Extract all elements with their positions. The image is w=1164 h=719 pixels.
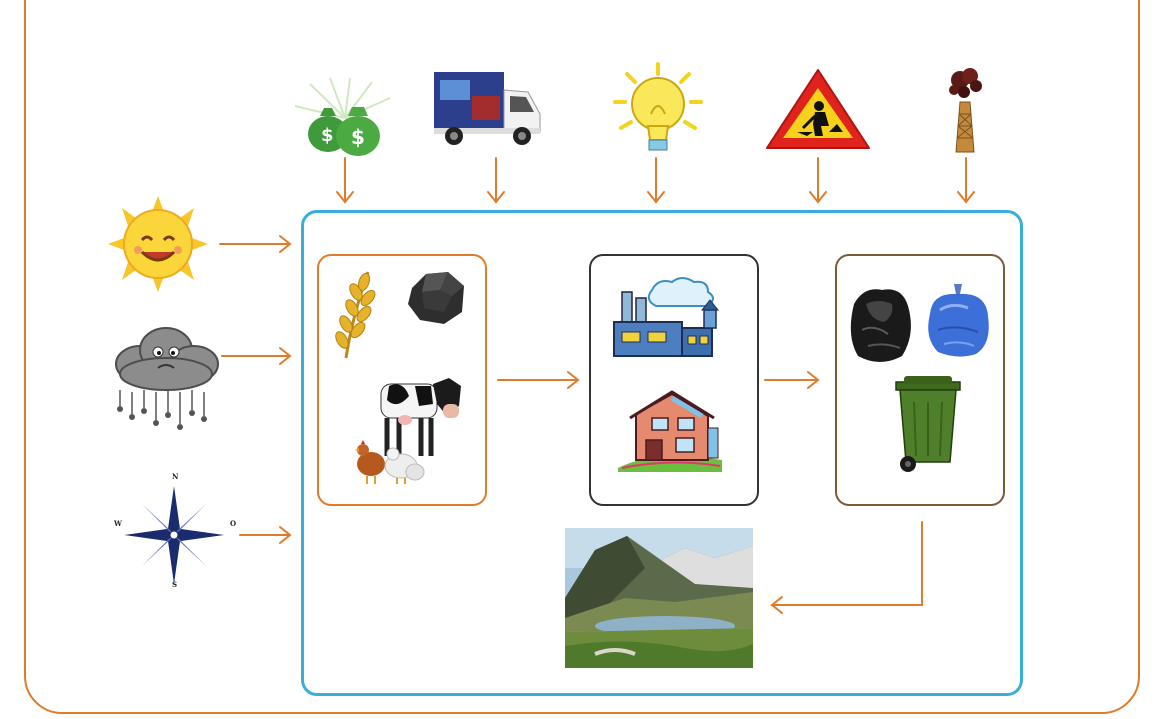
rain-cloud-icon bbox=[115, 327, 219, 430]
wheat-icon bbox=[335, 271, 376, 359]
delivery-truck-icon bbox=[434, 72, 541, 145]
arrow-right-sun bbox=[219, 235, 292, 253]
cow-icon bbox=[380, 378, 461, 456]
chickens-icon bbox=[355, 440, 425, 484]
oil-derrick-icon bbox=[949, 68, 982, 153]
compass-east-label: O bbox=[230, 519, 237, 528]
arrow-down-bulb bbox=[647, 157, 665, 204]
compass-west-label: W bbox=[114, 519, 122, 528]
arrow-right-rain bbox=[221, 347, 292, 365]
mountain-lake-landscape-icon bbox=[565, 528, 753, 668]
compass-rose-icon bbox=[124, 486, 224, 584]
arrow-down-roadworks bbox=[809, 157, 827, 204]
arrow-down-money bbox=[336, 157, 354, 204]
svg-text:$: $ bbox=[321, 125, 334, 146]
arrow-processing-to-waste bbox=[764, 371, 820, 389]
compass-north-label: N bbox=[172, 472, 179, 481]
coal-icon bbox=[408, 272, 464, 324]
arrow-waste-to-environment bbox=[770, 521, 923, 614]
system-boundary bbox=[301, 210, 1023, 696]
factory-icon bbox=[613, 277, 720, 357]
money-bags-icon: $ $ bbox=[294, 77, 391, 156]
arrow-down-truck bbox=[487, 157, 505, 204]
green-wheelie-bin-icon bbox=[895, 376, 961, 472]
sun-icon bbox=[108, 196, 208, 292]
outer-frame bbox=[24, 0, 1140, 714]
svg-text:$: $ bbox=[351, 125, 365, 149]
black-garbage-bag-icon bbox=[850, 289, 911, 362]
house-icon bbox=[618, 390, 722, 472]
blue-garbage-bag-icon bbox=[928, 284, 989, 357]
road-works-sign-icon bbox=[766, 69, 870, 149]
light-bulb-icon bbox=[613, 62, 703, 151]
arrow-down-oil bbox=[957, 157, 975, 204]
arrow-resources-to-processing bbox=[497, 371, 580, 389]
compass-south-label: S bbox=[172, 580, 178, 589]
arrow-right-wind bbox=[239, 526, 292, 544]
